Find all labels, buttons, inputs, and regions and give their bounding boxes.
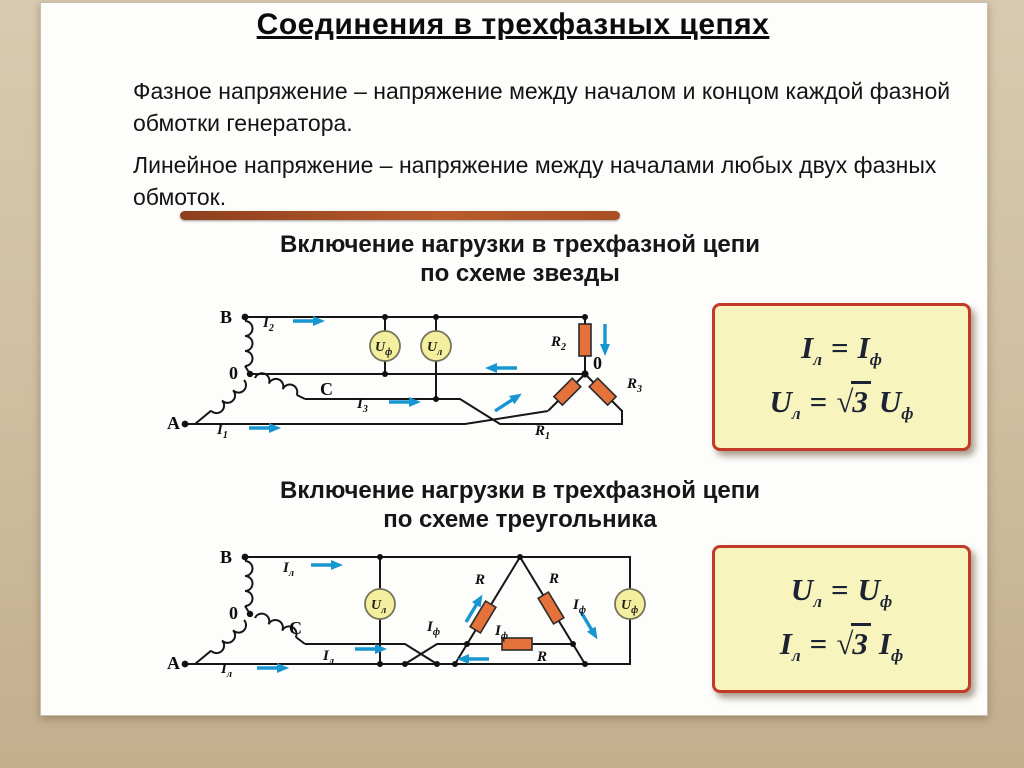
star-section-heading: Включение нагрузки в трехфазной цепи по …	[210, 230, 830, 288]
resistor-label-right: R	[548, 571, 559, 587]
current-arrow-left-side	[464, 594, 483, 623]
terminal-c-label: С	[289, 618, 302, 638]
terminal-a-label: А	[167, 653, 180, 673]
current-arrow-neutral-left	[485, 363, 517, 373]
current-arrow-middle	[355, 644, 387, 654]
delta-section-heading: Включение нагрузки в трехфазной цепи по …	[210, 476, 830, 534]
current-arrow-bottom-side	[457, 654, 489, 664]
phase-current-label-right: Iф	[572, 597, 586, 616]
terminal-b-label: В	[220, 307, 232, 327]
generator-coil-a	[210, 379, 247, 415]
resistor-label-bottom: R	[536, 649, 547, 665]
current-arrow-right-side	[579, 611, 598, 640]
delta-circuit-diagram: Uл Uф В 0 С А Iл Iл Iл Iф Iф Iф R R R	[167, 547, 646, 680]
line-current-label-middle: Iл	[322, 648, 334, 667]
definition-line-voltage: Линейное напряжение – напряжение между н…	[133, 152, 937, 210]
load-zero-label: 0	[593, 353, 602, 373]
current-arrow-i1	[249, 423, 281, 433]
terminal-b-label: В	[220, 547, 232, 567]
star-circuit-diagram: Uф Uл В 0 С А 0 I2 I3 I1 R2 R3 R1	[167, 307, 642, 442]
resistor-left-side	[469, 599, 497, 635]
generator-coil-c	[254, 612, 298, 638]
page-title: Соединения в трехфазных цепях	[256, 8, 770, 41]
resistor-r2-label: R2	[550, 334, 566, 353]
terminal-zero-label: 0	[229, 603, 238, 623]
terminal-c-label: С	[320, 379, 333, 399]
line-current-label-top: Iл	[282, 560, 294, 579]
phase-current-label-left: Iф	[426, 619, 440, 638]
terminal-a-label: А	[167, 413, 180, 433]
current-i3-label: I3	[356, 396, 368, 415]
star-heading-line2: по схеме звезды	[420, 260, 620, 287]
voltmeter-line	[364, 588, 396, 620]
voltmeter-phase	[614, 588, 646, 620]
voltmeter-phase-label: Uф	[621, 598, 638, 616]
current-arrow-top	[311, 560, 343, 570]
divider-bar	[180, 211, 620, 220]
phase-current-label-bottom: Iф	[494, 623, 508, 642]
star-wires	[185, 316, 623, 425]
junction-dots	[181, 553, 588, 668]
generator-coil-a	[210, 619, 247, 655]
resistor-r1	[547, 373, 586, 412]
generator-coil-b	[244, 320, 254, 367]
resistor-r2	[578, 323, 592, 357]
delta-heading-line2: по схеме треугольника	[383, 506, 657, 533]
current-arrow-i3	[389, 397, 421, 407]
delta-heading-line1: Включение нагрузки в трехфазной цепи	[280, 477, 760, 504]
current-arrow-r1-up	[494, 393, 522, 413]
voltmeter-line-label: Uл	[371, 598, 386, 616]
current-i1-label: I1	[216, 422, 228, 441]
line-current-label-bottom: Iл	[220, 661, 232, 680]
current-arrow-r2-down	[600, 324, 610, 356]
resistor-r1-label: R1	[534, 423, 550, 442]
star-formula-current: Iл=Iф	[801, 329, 882, 369]
definition-phase-voltage: Фазное напряжение – напряжение между нач…	[133, 78, 951, 136]
voltmeter-line	[420, 330, 452, 362]
current-i2-label: I2	[262, 315, 274, 334]
resistor-bottom	[501, 637, 533, 651]
resistor-right-side	[537, 590, 565, 626]
current-arrow-bottom-left	[257, 663, 289, 673]
generator-coil-c	[254, 372, 299, 396]
star-heading-line1: Включение нагрузки в трехфазной цепи	[280, 231, 760, 258]
current-arrow-i2	[293, 316, 325, 326]
generator-coil-b	[244, 560, 254, 607]
voltmeter-phase-label: Uф	[375, 340, 392, 358]
resistor-r3-label: R3	[626, 376, 642, 395]
voltmeter-line-label: Uл	[427, 340, 442, 358]
resistor-label-left: R	[474, 572, 485, 588]
terminal-zero-label: 0	[229, 363, 238, 383]
junction-dots	[181, 313, 589, 428]
voltmeter-phase	[369, 330, 401, 362]
delta-formula-voltage: Uл=Uф	[790, 571, 893, 611]
